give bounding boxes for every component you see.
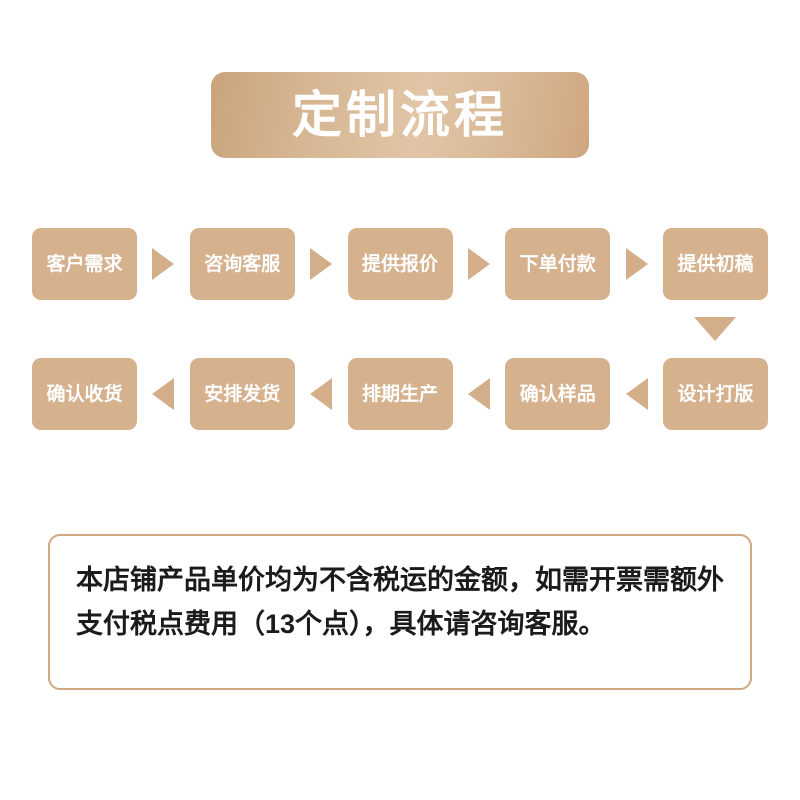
flow-step-consult-service[interactable]: 咨询客服: [189, 228, 295, 300]
flow-step-label: 提供初稿: [677, 253, 754, 275]
flow-step-customer-requirements[interactable]: 客户需求: [32, 228, 137, 300]
flow-step-confirm-sample[interactable]: 确认样品: [505, 358, 611, 430]
flow-row-2: 确认收货 安排发货 排期生产 确认样品 设计打版: [32, 358, 768, 430]
arrow-left-icon: [467, 378, 490, 410]
flow-step-provide-draft[interactable]: 提供初稿: [663, 228, 768, 300]
flow-step-label: 提供报价: [361, 253, 438, 275]
flow-step-label: 确认样品: [519, 383, 596, 405]
flow-step-confirm-receipt[interactable]: 确认收货: [32, 358, 137, 430]
flow-step-label: 设计打版: [677, 383, 754, 405]
flow-step-order-payment[interactable]: 下单付款: [505, 228, 611, 300]
flow-connector-down: [694, 316, 736, 342]
flow-step-label: 咨询客服: [204, 253, 281, 275]
arrow-left-icon: [152, 378, 175, 410]
flow-step-label: 确认收货: [46, 383, 123, 405]
flow-step-label: 安排发货: [204, 383, 281, 405]
arrow-left-icon: [625, 378, 648, 410]
tax-notice-box: 本店铺产品单价均为不含税运的金额，如需开票需额外支付税点费用（13个点），具体请…: [48, 534, 752, 690]
flow-step-label: 客户需求: [46, 253, 123, 275]
flow-step-label: 排期生产: [361, 383, 438, 405]
arrow-right-icon: [625, 248, 648, 280]
flow-step-label: 下单付款: [519, 253, 596, 275]
flow-step-arrange-shipment[interactable]: 安排发货: [189, 358, 295, 430]
arrow-left-icon: [310, 378, 333, 410]
flow-row-1: 客户需求 咨询客服 提供报价 下单付款 提供初稿: [32, 228, 768, 300]
page-title: 定制流程: [292, 87, 508, 143]
page-title-banner: 定制流程: [211, 72, 589, 158]
tax-notice-text: 本店铺产品单价均为不含税运的金额，如需开票需额外支付税点费用（13个点），具体请…: [76, 565, 724, 639]
flow-step-design-pattern[interactable]: 设计打版: [663, 358, 768, 430]
arrow-right-icon: [310, 248, 333, 280]
arrow-right-icon: [467, 248, 490, 280]
arrow-right-icon: [152, 248, 175, 280]
flow-step-provide-quote[interactable]: 提供报价: [347, 228, 453, 300]
banner-container: 定制流程: [0, 72, 800, 158]
arrow-down-icon: [694, 317, 736, 341]
flow-step-schedule-production[interactable]: 排期生产: [347, 358, 453, 430]
